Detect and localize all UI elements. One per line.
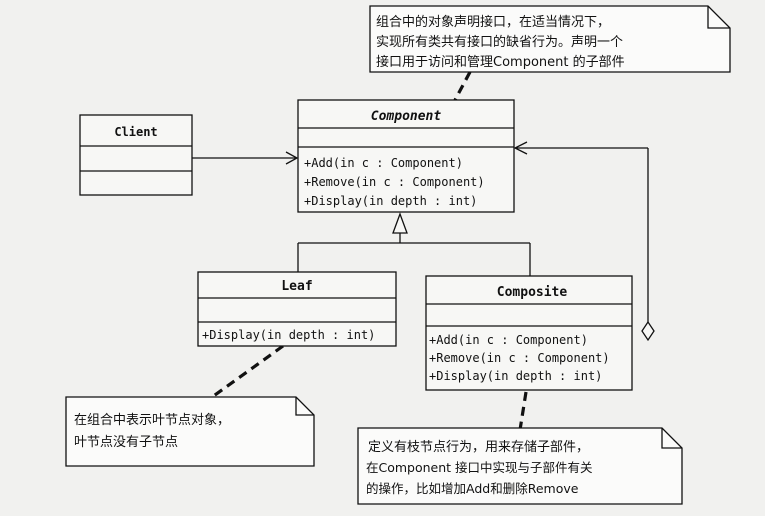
generalization-arrowhead bbox=[392, 212, 408, 234]
client-class-name: Client bbox=[114, 125, 157, 139]
composite-operation: +Display(in depth : int) bbox=[429, 369, 602, 383]
leaf-note-line: 在组合中表示叶节点对象， bbox=[74, 413, 230, 428]
component-operation: +Remove(in c : Component) bbox=[304, 175, 485, 189]
component-class-name: Component bbox=[371, 109, 442, 124]
component-note-line: 组合中的对象声明接口，在适当情况下， bbox=[376, 14, 610, 30]
composite-operation: +Add(in c : Component) bbox=[429, 333, 588, 347]
composite-component-aggregation bbox=[513, 141, 655, 342]
component-note-line: 实现所有类共有接口的缺省行为。声明一个 bbox=[376, 34, 623, 50]
component-note-line: 接口用于访问和管理Component 的子部件 bbox=[376, 54, 625, 70]
composite-note-line: 在Component 接口中实现与子部件有关 bbox=[366, 460, 593, 475]
aggregation-diamond bbox=[641, 320, 655, 342]
leaf-note-connector bbox=[207, 344, 284, 402]
class-leaf: Leaf +Display(in depth : int) bbox=[197, 271, 397, 347]
class-composite: Composite +Add(in c : Component) +Remove… bbox=[425, 275, 633, 391]
composite-note-connector bbox=[518, 391, 528, 431]
client-component-association bbox=[192, 151, 299, 165]
generalization-lines bbox=[297, 233, 531, 276]
class-component: Component +Add(in c : Component) +Remove… bbox=[297, 99, 515, 213]
composite-note-line: 定义有枝节点行为，用来存储子部件， bbox=[368, 440, 589, 455]
composite-operation: +Remove(in c : Component) bbox=[429, 351, 610, 365]
component-note-connector bbox=[453, 71, 472, 101]
class-client: Client bbox=[79, 114, 193, 196]
composite-note: 定义有枝节点行为，用来存储子部件， 在Component 接口中实现与子部件有关… bbox=[357, 427, 683, 505]
component-note: 组合中的对象声明接口，在适当情况下， 实现所有类共有接口的缺省行为。声明一个 接… bbox=[369, 5, 731, 73]
component-operation: +Add(in c : Component) bbox=[304, 156, 463, 170]
leaf-class-name: Leaf bbox=[281, 279, 312, 294]
leaf-note-line: 叶节点没有子节点 bbox=[74, 435, 178, 450]
leaf-operation: +Display(in depth : int) bbox=[202, 328, 375, 342]
composite-class-name: Composite bbox=[497, 285, 568, 300]
component-operation: +Display(in depth : int) bbox=[304, 194, 477, 208]
composite-note-line: 的操作，比如增加Add和删除Remove bbox=[366, 481, 579, 496]
leaf-note: 在组合中表示叶节点对象， 叶节点没有子节点 bbox=[65, 396, 315, 467]
